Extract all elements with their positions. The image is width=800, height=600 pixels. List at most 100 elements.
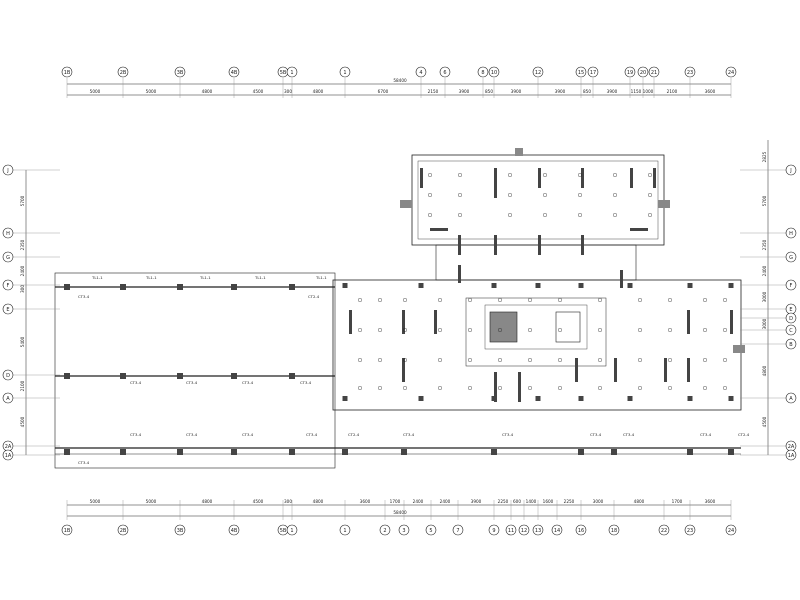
pile-marker [598,298,603,303]
dimension-left: 2350 [20,239,25,250]
grid-bubble-left-label: A [6,396,10,402]
grid-bubble-bottom-label: 18 [611,528,617,534]
grid-bubble-top-label: 1 [290,70,293,76]
column [342,449,348,455]
dimension-bottom: 2250 [564,499,575,504]
pile-marker [498,328,503,333]
grid-bubble-top-label: 19 [627,70,633,76]
grid-bubble-right [785,279,797,291]
grid-bubble-top [117,66,129,78]
grid-bubble-bottom [379,524,391,536]
grid-bubble-right-label: B [789,342,793,348]
dimension-top: 5000 [90,89,101,94]
pile-marker [468,328,473,333]
pile-marker [498,358,503,363]
grid-bubble-bottom-label: 12 [521,528,527,534]
dimension-top: 4500 [253,89,264,94]
dimension-bottom: 2400 [413,499,424,504]
shear-walls [349,168,733,402]
dimension-bottom: 4500 [253,499,264,504]
dimension-bottom: 3600 [360,499,371,504]
column [418,396,424,401]
column [342,283,348,288]
grid-bubble-bottom-label: 13 [535,528,541,534]
dimension-right: 3000 [762,291,767,302]
grid-bubble-top-label: 3B [177,70,184,76]
grid-bubble-top [637,66,649,78]
pile-marker [638,358,643,363]
main-block-outline [332,279,742,411]
pile-marker [723,358,728,363]
grid-bubble-right [785,324,797,336]
column [177,449,183,455]
dimension-left: 5700 [20,195,25,206]
dimension-top: 5000 [146,89,157,94]
pile-marker [613,212,618,217]
dimension-bottom: 1700 [390,499,401,504]
dimension-right: 3000 [762,318,767,329]
dimension-right: 5700 [762,195,767,206]
grid-bubble-bottom [725,524,737,536]
dimension-left: 4500 [20,416,25,427]
grid-bubble-right [785,251,797,263]
dimension-top: 2150 [428,89,439,94]
grid-bubble-top-label: 23 [687,70,693,76]
grid-bubble-bottom [488,524,500,536]
column [578,449,584,455]
grid-bubble-bottom [286,524,298,536]
grid-bubble-bottom-label: 3 [402,528,405,534]
pile-marker [703,328,708,333]
pile-marker [378,358,383,363]
grid-bubble-bottom [551,524,563,536]
pile-marker [578,212,583,217]
grid-bubble-right [785,312,797,324]
grid-bubble-top-label: 6 [443,70,446,76]
grid-bubble-top-label: 8 [481,70,484,76]
grid-bubble-bottom [608,524,620,536]
pile-marker [528,298,533,303]
column [231,449,237,455]
grid-bubble-right-label: 2A [788,444,795,450]
pile-marker [378,386,383,391]
column [687,396,693,401]
connector-outline [435,244,637,281]
grid-bubble-bottom [425,524,437,536]
pile-marker [578,192,583,197]
pile-marker [558,386,563,391]
grid-bubble-right-label: F [790,283,793,289]
grid-bubble-top [415,66,427,78]
top-total-dimension: 58400 [393,78,407,83]
grid-bubble-top [286,66,298,78]
pile-marker [543,192,548,197]
pile-marker [468,386,473,391]
column [120,284,126,290]
pile-marker [723,298,728,303]
grid-bubble-top-label: 4 [419,70,422,76]
grid-bubble-right [785,227,797,239]
beam-label: CT3-4 [78,294,90,299]
pile-marker [508,172,513,177]
core-inner [484,304,588,350]
column [611,449,617,455]
pile-marker [598,328,603,333]
dimension-bottom: 600 [513,499,521,504]
beam-label: CT3-4 [300,380,312,385]
dimension-right: 2400 [762,265,767,276]
column [687,449,693,455]
beam-label: TL1-1 [91,275,103,280]
pile-marker [638,386,643,391]
column [728,283,734,288]
dimension-top: 3900 [459,89,470,94]
beam-label: CT3-4 [242,432,254,437]
grid-bubble-bottom-label: 11 [508,528,514,534]
grid-bubble-bottom-label: 5 [429,528,432,534]
pile-marker [458,172,463,177]
dimension-bottom: 5000 [146,499,157,504]
grid-bubble-left-label: D [6,373,10,379]
grid-bubble-left-label: 1A [5,453,12,459]
pile-marker [378,328,383,333]
dimension-top: 1000 [643,89,654,94]
